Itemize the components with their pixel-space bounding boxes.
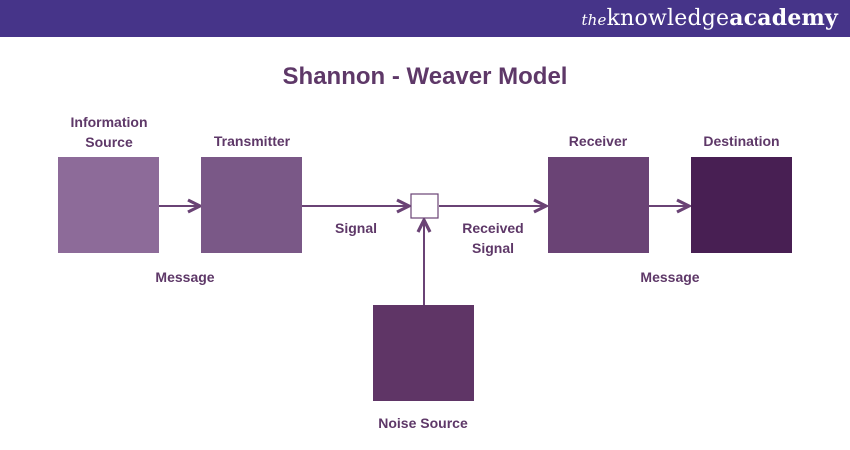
received-signal-label-line2: Signal bbox=[471, 240, 514, 256]
signal-label: Signal bbox=[334, 220, 377, 236]
brand-main: knowledge bbox=[606, 6, 730, 31]
header-bar: theknowledgeacademy bbox=[0, 0, 850, 37]
receiver-label: Receiver bbox=[568, 133, 628, 149]
brand-suffix: academy bbox=[729, 5, 838, 31]
transmitter-box[interactable] bbox=[201, 157, 302, 253]
information-source-box[interactable] bbox=[58, 157, 159, 253]
noise-source-label: Noise Source bbox=[378, 415, 468, 431]
diagram-title: Shannon - Weaver Model bbox=[282, 63, 568, 90]
destination-label: Destination bbox=[703, 133, 780, 149]
brand-prefix: the bbox=[581, 11, 607, 29]
information-source-label-line1: Information bbox=[70, 114, 148, 130]
information-source-label: Information Source bbox=[55, 112, 163, 152]
received-signal-label: Received Signal bbox=[450, 218, 536, 258]
transmitter-label: Transmitter bbox=[213, 133, 291, 149]
destination-box[interactable] bbox=[691, 157, 792, 253]
message-right-label: Message bbox=[640, 269, 700, 285]
noise-source-box[interactable] bbox=[373, 305, 474, 401]
message-left-label: Message bbox=[155, 269, 215, 285]
information-source-label-line2: Source bbox=[85, 134, 133, 150]
receiver-box[interactable] bbox=[548, 157, 649, 253]
received-signal-label-line1: Received bbox=[462, 220, 524, 236]
channel-box bbox=[410, 193, 439, 219]
brand-logo[interactable]: theknowledgeacademy bbox=[581, 5, 838, 31]
